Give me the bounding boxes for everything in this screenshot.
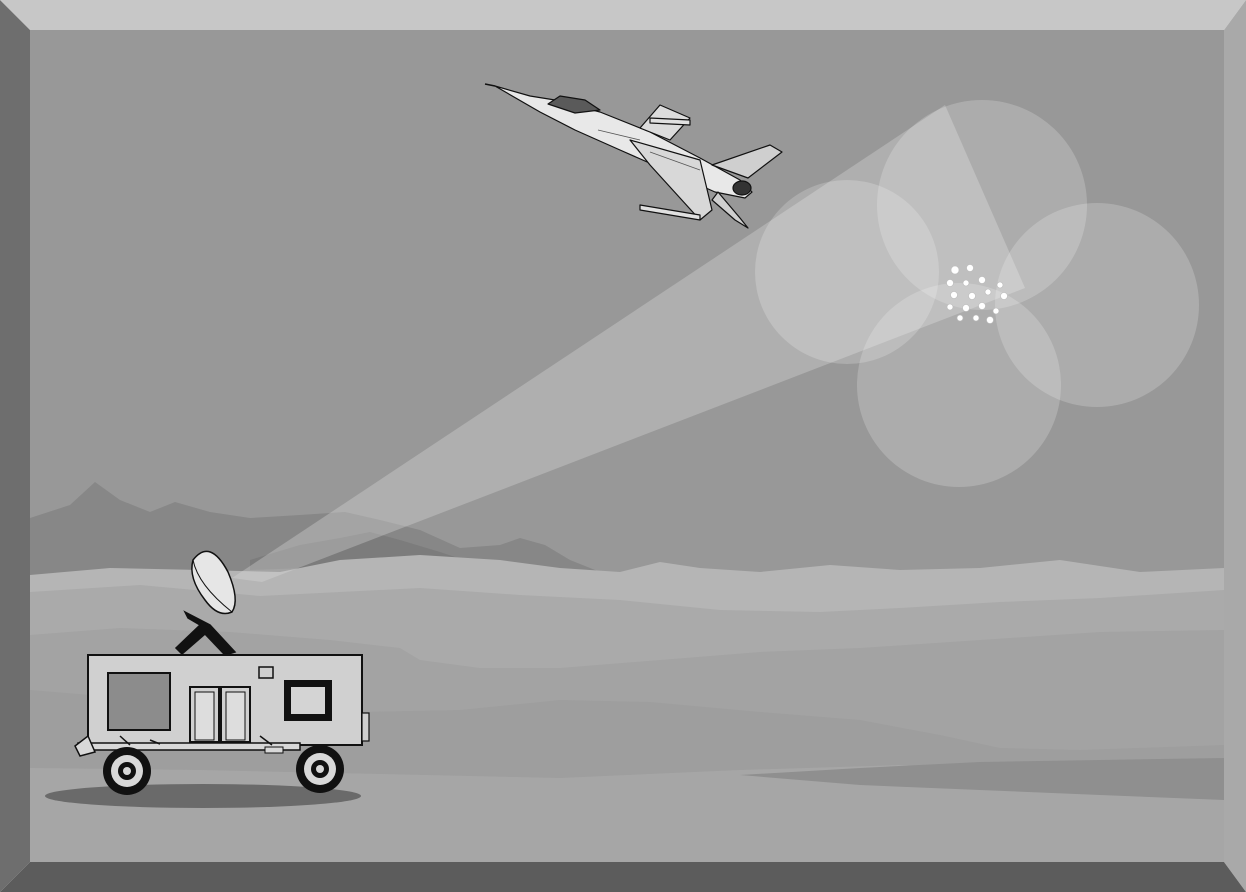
trailer-rear-panel <box>362 713 369 741</box>
chaff-circle-bottom <box>857 283 1061 487</box>
wheel-front <box>103 747 151 795</box>
frame-bottom-bevel <box>0 862 1246 892</box>
wheel-rear <box>296 745 344 793</box>
trailer-window-large <box>108 673 170 730</box>
trailer-door-glass-right <box>226 692 245 740</box>
radar-trailer <box>88 655 369 745</box>
trailer-vent <box>259 667 273 678</box>
trailer-door-glass-left <box>195 692 214 740</box>
frame-top-bevel <box>0 0 1246 30</box>
jet-exhaust <box>733 181 751 195</box>
frame-left-bevel <box>0 0 30 892</box>
frame-right-bevel <box>1224 0 1246 892</box>
trailer-window-small-glass <box>291 687 325 714</box>
